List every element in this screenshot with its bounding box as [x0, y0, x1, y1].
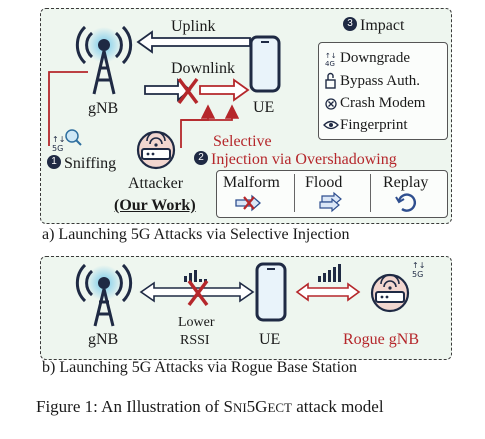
svg-text:↑↓: ↑↓	[325, 52, 337, 60]
step-1-badge: 1	[47, 155, 61, 170]
strong-signal-icon	[318, 264, 341, 282]
weak-signal-icon	[184, 270, 207, 282]
attack-types-divider	[294, 174, 295, 212]
downlink-label: Downlink	[171, 60, 235, 77]
impact-item: Downgrade	[340, 50, 410, 66]
svg-text:↑↓: ↑↓	[412, 261, 425, 270]
attack-types-divider	[370, 174, 371, 212]
gnb-tower-icon	[75, 263, 133, 327]
svg-text:↑↓: ↑↓	[52, 135, 65, 144]
ue-phone-icon	[249, 35, 281, 93]
rogue-5g-icon: ↑↓ 5G	[412, 261, 425, 279]
ue-phone-icon	[255, 262, 287, 322]
attacker-label: Attacker	[128, 175, 184, 192]
impact-item: Crash Modem	[340, 95, 426, 111]
attacker-router-icon	[136, 130, 176, 170]
svg-text:5G: 5G	[52, 144, 63, 153]
crash-x-icon	[325, 98, 337, 110]
lock-icon	[325, 72, 336, 89]
flood-icon	[319, 191, 342, 213]
blocked-link-x-icon	[187, 279, 209, 307]
sniff-5g-magnifier-icon: ↑↓ 5G	[52, 129, 82, 153]
downgrade-4g-5g-icon: ↑↓ 4G	[325, 52, 337, 68]
gnb-tower-icon	[75, 25, 133, 95]
gnb-label: gNB	[88, 331, 119, 348]
caption-b: b) Launching 5G Attacks via Rogue Base S…	[42, 359, 358, 376]
rogue-gnb-label: Rogue gNB	[343, 331, 419, 348]
ue-label: UE	[253, 99, 275, 116]
attack-type-replay: Replay	[383, 174, 429, 191]
impact-title: Impact	[360, 17, 405, 34]
uplink-arrow	[136, 30, 251, 54]
replay-icon	[395, 193, 417, 212]
injection-path	[180, 104, 216, 148]
impact-item: Fingerprint	[340, 117, 408, 133]
rogue-link-arrow	[295, 282, 361, 302]
caption-a: a) Launching 5G Attacks via Selective In…	[42, 226, 350, 243]
our-work-label: (Our Work)	[114, 197, 196, 214]
uplink-label: Uplink	[171, 18, 216, 35]
rssi-label: RSSI	[180, 333, 210, 348]
rogue-router-icon	[370, 273, 410, 313]
impact-list-box	[318, 42, 448, 140]
svg-text:5G: 5G	[412, 270, 423, 279]
eye-icon	[323, 120, 339, 130]
impact-item: Bypass Auth.	[340, 73, 421, 89]
injection-label-line1: Selective	[213, 133, 272, 150]
figure-caption: Figure 1: An Illustration of SNI5GECT at…	[36, 397, 384, 416]
malform-icon	[235, 194, 261, 212]
attack-type-flood: Flood	[305, 174, 343, 191]
attack-type-malform: Malform	[223, 174, 280, 191]
step-3-badge: 3	[343, 17, 357, 32]
injected-downlink-arrow	[199, 78, 250, 102]
lower-label: Lower	[178, 315, 215, 330]
sniffing-path	[48, 71, 88, 146]
step-2-badge: 2	[194, 151, 208, 166]
svg-text:4G: 4G	[325, 60, 335, 68]
ue-label: UE	[259, 331, 281, 348]
gnb-label: gNB	[88, 100, 119, 117]
blocked-downlink-x-icon	[177, 77, 199, 105]
